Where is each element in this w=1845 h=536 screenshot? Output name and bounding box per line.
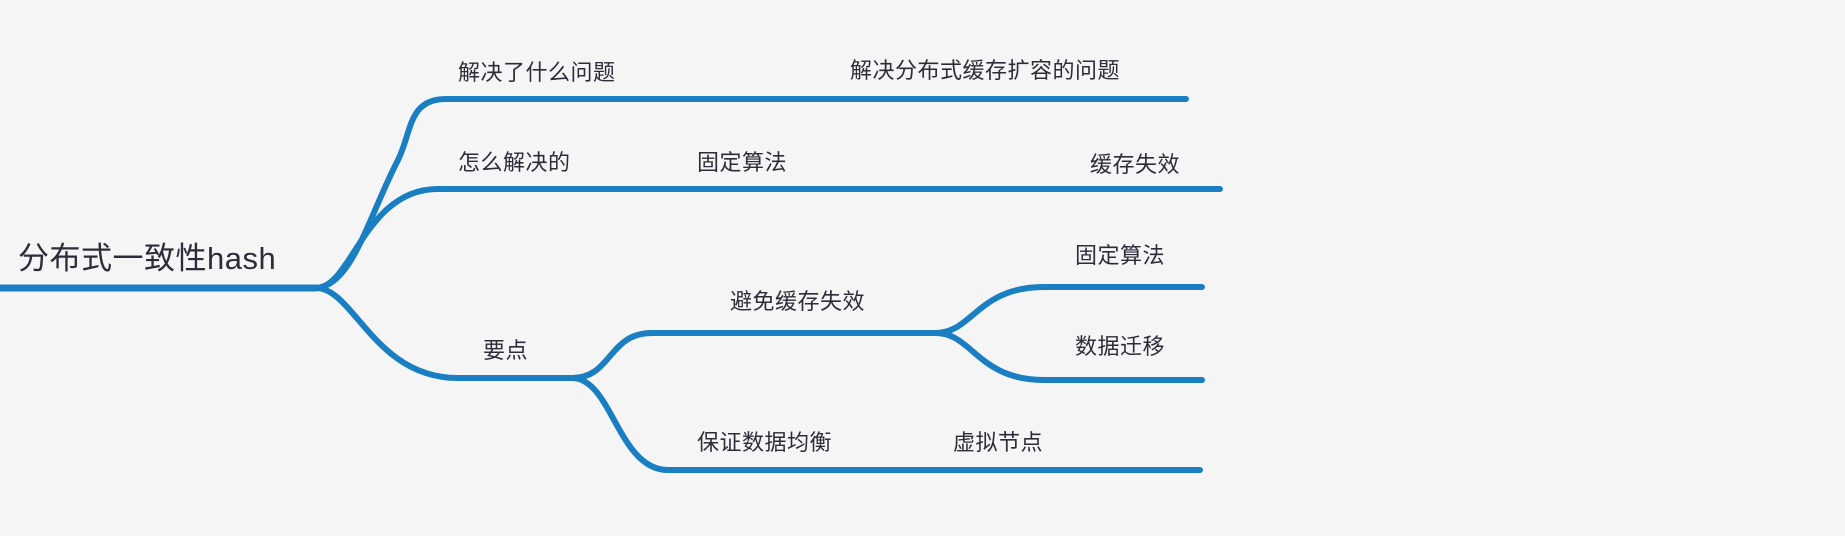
node-cache-invalidation[interactable]: 缓存失效 — [1090, 152, 1181, 177]
node-how-solved[interactable]: 怎么解决的 — [458, 150, 571, 175]
node-avoid-cache-invalidation[interactable]: 避免缓存失效 — [730, 289, 866, 314]
node-fixed-algorithm[interactable]: 固定算法 — [697, 150, 788, 175]
node-solve-cache-scaling-problem[interactable]: 解决分布式缓存扩容的问题 — [850, 58, 1121, 83]
connector-ensure-data-balance — [569, 375, 1203, 473]
connector-branch-key-points — [313, 285, 575, 381]
connector-branch-what-problem — [313, 96, 1189, 291]
connector-avoid-cache-invalidation — [569, 330, 939, 381]
node-virtual-nodes[interactable]: 虚拟节点 — [953, 430, 1044, 455]
connector-fixed-algorithm-child — [933, 284, 1205, 336]
node-key-points[interactable]: 要点 — [483, 338, 529, 363]
connector-branch-how-solved — [313, 186, 1223, 291]
node-data-migration[interactable]: 数据迁移 — [1075, 334, 1166, 359]
node-ensure-data-balance[interactable]: 保证数据均衡 — [697, 430, 833, 455]
node-root[interactable]: 分布式一致性hash — [18, 241, 277, 276]
connector-data-migration — [933, 330, 1205, 383]
node-fixed-algorithm-2[interactable]: 固定算法 — [1075, 243, 1166, 268]
node-what-problem-solved[interactable]: 解决了什么问题 — [458, 60, 616, 85]
